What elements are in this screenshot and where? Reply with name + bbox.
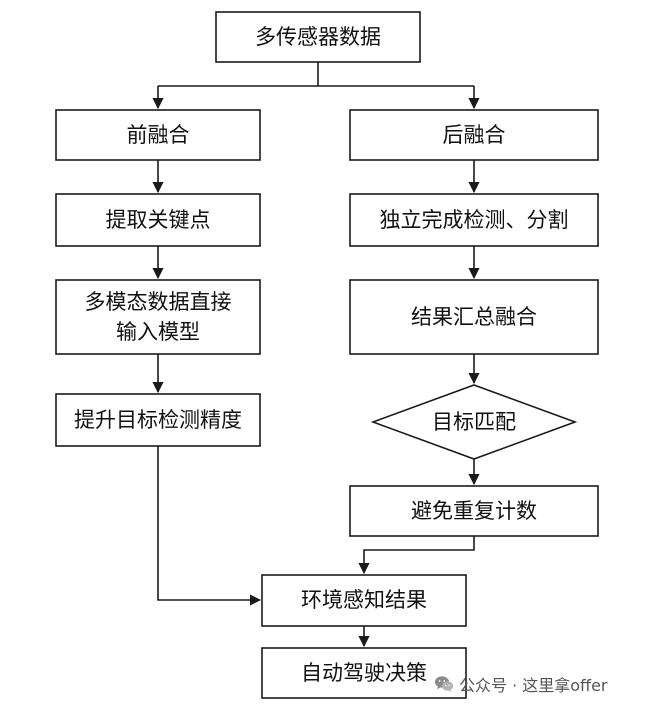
node-target-matching-label: 目标匹配 <box>432 410 516 434</box>
node-result-aggregation: 结果汇总融合 <box>349 279 599 355</box>
node-late-fusion-label: 后融合 <box>443 123 506 147</box>
node-label-line: 提升目标检测精度 <box>74 408 242 432</box>
node-autonomous-decision-label: 自动驾驶决策 <box>301 661 427 685</box>
edge-split <box>158 62 474 87</box>
node-early-fusion: 前融合 <box>55 109 261 161</box>
node-label-line: 自动驾驶决策 <box>301 661 427 685</box>
node-label-line: 提取关键点 <box>106 208 211 232</box>
edges <box>152 62 480 648</box>
node-label-line: 后融合 <box>443 123 506 147</box>
node-target-matching: 目标匹配 <box>370 384 578 460</box>
node-improve-accuracy: 提升目标检测精度 <box>55 393 261 447</box>
node-multimodal-input: 多模态数据直接输入模型 <box>55 279 261 355</box>
node-label-line: 前融合 <box>127 123 190 147</box>
node-early-fusion-label: 前融合 <box>127 123 190 147</box>
node-label-line: 环境感知结果 <box>301 588 427 612</box>
node-autonomous-decision: 自动驾驶决策 <box>261 647 467 699</box>
edge-avoid-to-env <box>358 536 475 575</box>
node-multi-sensor-data-label: 多传感器数据 <box>255 25 381 49</box>
node-label-line: 目标匹配 <box>432 410 516 434</box>
node-result-aggregation-label: 结果汇总融合 <box>411 305 537 329</box>
node-label-line: 多模态数据直接 <box>85 290 232 314</box>
node-avoid-double-count: 避免重复计数 <box>349 485 599 537</box>
watermark: 公众号 · 这里拿offer <box>434 672 608 696</box>
node-env-perception: 环境感知结果 <box>261 574 467 627</box>
watermark-text: 公众号 · 这里拿offer <box>459 676 608 695</box>
edge-accuracy-to-env <box>157 446 262 606</box>
node-independent-detection-label: 独立完成检测、分割 <box>380 208 569 232</box>
node-label-line: 结果汇总融合 <box>411 305 537 329</box>
node-extract-keypoints: 提取关键点 <box>55 193 261 247</box>
node-label-line: 避免重复计数 <box>411 499 537 523</box>
node-late-fusion: 后融合 <box>349 109 599 161</box>
node-env-perception-label: 环境感知结果 <box>301 588 427 612</box>
node-avoid-double-count-label: 避免重复计数 <box>411 499 537 523</box>
node-label-line: 输入模型 <box>116 320 200 344</box>
node-multimodal-input-label: 多模态数据直接输入模型 <box>85 290 232 344</box>
node-improve-accuracy-label: 提升目标检测精度 <box>74 408 242 432</box>
node-independent-detection: 独立完成检测、分割 <box>349 193 599 247</box>
node-label-line: 多传感器数据 <box>255 25 381 49</box>
wechat-icon <box>435 676 454 692</box>
node-extract-keypoints-label: 提取关键点 <box>106 208 211 232</box>
node-multi-sensor-data: 多传感器数据 <box>215 11 421 63</box>
node-label-line: 独立完成检测、分割 <box>380 208 569 232</box>
